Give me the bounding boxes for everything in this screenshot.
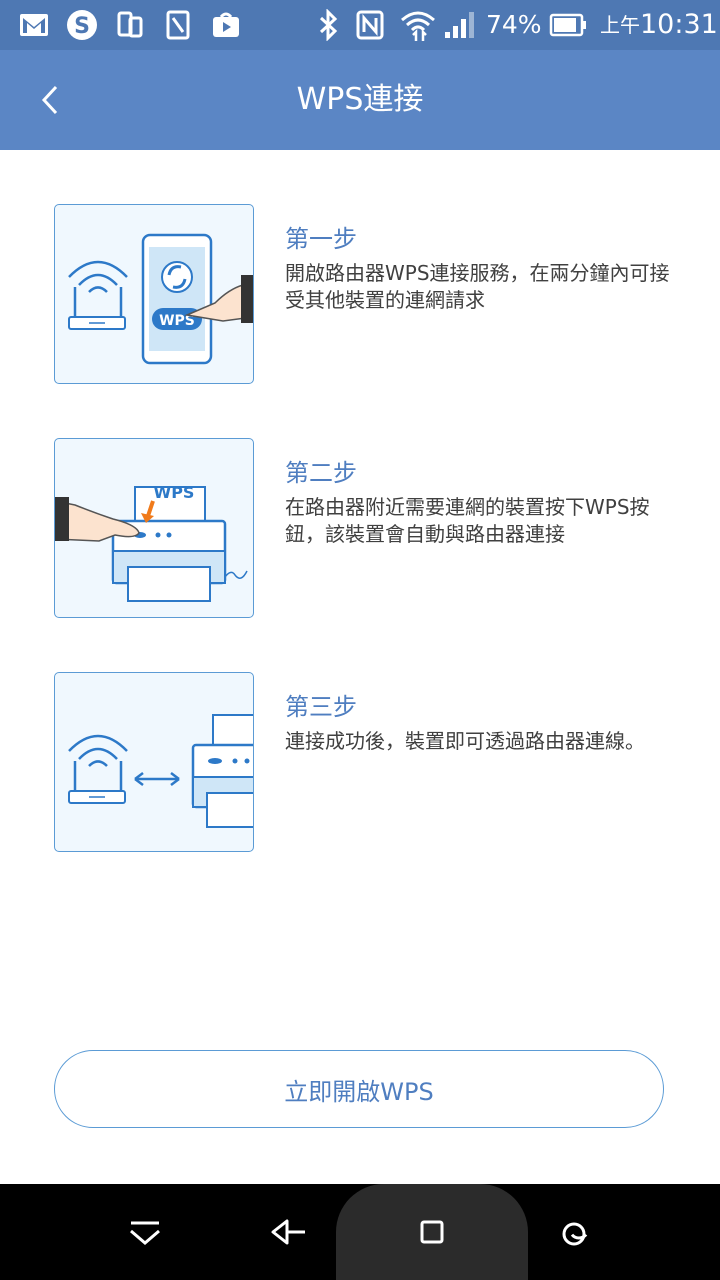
back-button[interactable] (22, 72, 78, 128)
battery-percent: 74% (486, 10, 542, 39)
bluetooth-icon (314, 8, 342, 42)
router-icon (68, 260, 128, 330)
step-1-illustration: WPS (54, 204, 254, 384)
time-prefix: 上午 (600, 13, 640, 37)
step-2-description: 在路由器附近需要連網的裝置按下WPS按鈕，該裝置會自動與路由器連接 (285, 495, 650, 546)
step-3-illustration (54, 672, 254, 852)
app-bar: WPS連接 (0, 50, 720, 150)
enable-wps-label: 立即開啟WPS (284, 1077, 434, 1106)
hand-icon (184, 275, 253, 323)
back-triangle-icon (271, 1219, 305, 1245)
printer-icon (111, 486, 248, 602)
arrow-icon (141, 513, 154, 523)
wps-label: WPS (154, 483, 195, 502)
step-1-description: 開啟路由器WPS連接服務，在兩分鐘內可接受其他裝置的連網請求 (285, 261, 670, 312)
play-store-icon (210, 8, 242, 42)
step-2-illustration: WPS (54, 438, 254, 618)
wps-badge: WPS (159, 313, 195, 329)
status-bar: S 74% 上午 10:31 (0, 0, 720, 50)
home-nav-button[interactable] (387, 1184, 477, 1280)
nfc-app-icon (164, 8, 192, 42)
step-2-title: 第二步 (285, 459, 357, 487)
svg-text:S: S (74, 14, 90, 39)
recent-apps-button[interactable] (531, 1184, 621, 1280)
gmail-icon (18, 8, 50, 42)
signal-icon (442, 8, 478, 42)
step-3-title: 第三步 (285, 693, 357, 721)
home-pill (336, 1184, 528, 1280)
step-1-title: 第一步 (285, 225, 357, 253)
phone-icon: WPS (141, 233, 213, 365)
step-3-description: 連接成功後，裝置即可透過路由器連線。 (285, 729, 645, 753)
double-arrow-icon (134, 772, 180, 786)
enable-wps-button[interactable]: 立即開啟WPS (54, 1050, 664, 1128)
nfc-icon (354, 8, 386, 42)
hand-icon (55, 497, 140, 542)
navigation-bar (0, 1184, 720, 1280)
page-title: WPS連接 (296, 82, 424, 117)
battery-icon (548, 8, 588, 42)
clock: 10:31 (640, 9, 718, 40)
router-icon (68, 734, 128, 804)
recent-apps-icon (562, 1218, 590, 1246)
printer-icon (191, 714, 253, 828)
back-nav-button[interactable] (244, 1184, 334, 1280)
skype-icon: S (64, 8, 100, 42)
chevron-left-icon (41, 85, 58, 115)
chevron-down-icon (130, 1221, 160, 1245)
wifi-icon (398, 8, 438, 42)
square-icon (420, 1220, 444, 1244)
copy-icon (116, 8, 144, 42)
hide-nav-button[interactable] (100, 1184, 190, 1280)
